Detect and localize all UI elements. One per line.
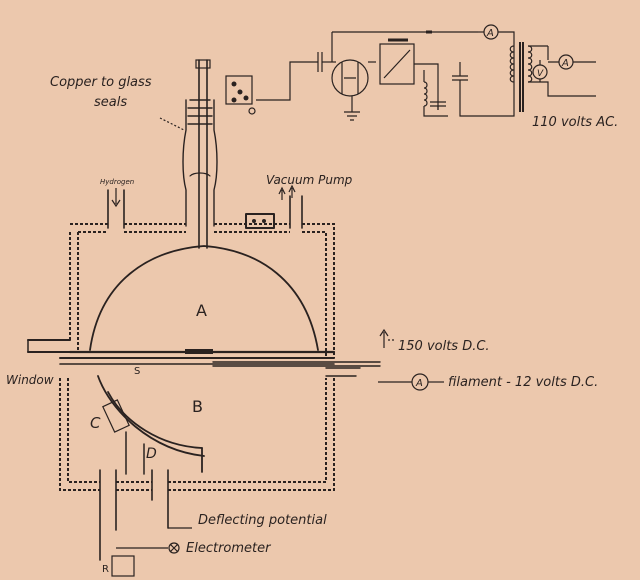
volts-150-dc-label: 150 volts D.C. (398, 339, 490, 354)
vacuum-vessel (59, 223, 335, 491)
collector-c (102, 399, 130, 433)
electrometer-leads (99, 469, 192, 577)
vacuum-pump-label: Vacuum Pump (266, 173, 353, 187)
filament-leads (212, 361, 381, 377)
deflector-plates (97, 375, 205, 475)
vacuum-pump-outlet (245, 184, 303, 229)
seal-terminals (225, 75, 256, 115)
voltmeter-label: V (537, 69, 544, 79)
resistor-r-label: R (102, 564, 109, 575)
filament-block (185, 349, 213, 354)
seals-label: seals (94, 95, 127, 110)
plate-s (59, 349, 336, 365)
chamber-a-label: A (196, 301, 207, 320)
ground-icon (344, 96, 360, 121)
left-side-tube (27, 339, 71, 353)
filament-label: filament - 12 volts D.C. (448, 375, 598, 390)
window-label: Window (6, 373, 54, 387)
choke-coil-icon (423, 81, 428, 107)
part-d-label: D (146, 446, 157, 462)
central-rod (182, 59, 218, 249)
filament-ammeter: A (378, 373, 444, 391)
electrometer-label: Electrometer (186, 541, 272, 556)
dc-150-arrows (379, 328, 396, 348)
transformer-icon (509, 45, 515, 83)
dome-a (89, 245, 319, 351)
volts-110-ac-label: 110 volts AC. (532, 115, 618, 130)
part-c-label: C (90, 414, 101, 432)
hydrogen-label: Hydrogen (100, 178, 134, 186)
top-ammeter-label: A (486, 28, 494, 39)
electrometer-icon (168, 542, 180, 554)
chamber-b-label: B (192, 397, 203, 416)
ac-ammeter-label: A (561, 58, 569, 69)
vacuum-tube-icon (331, 59, 369, 97)
deflecting-potential-label: Deflecting potential (198, 513, 327, 528)
ammeter-a-label: A (415, 378, 423, 389)
oscillator-circuit (256, 24, 596, 121)
resistor-r-box (111, 555, 135, 577)
part-s-label: S (134, 366, 140, 377)
copper-seals-label: Copper to glass (50, 75, 152, 90)
hydrogen-inlet (107, 188, 125, 229)
